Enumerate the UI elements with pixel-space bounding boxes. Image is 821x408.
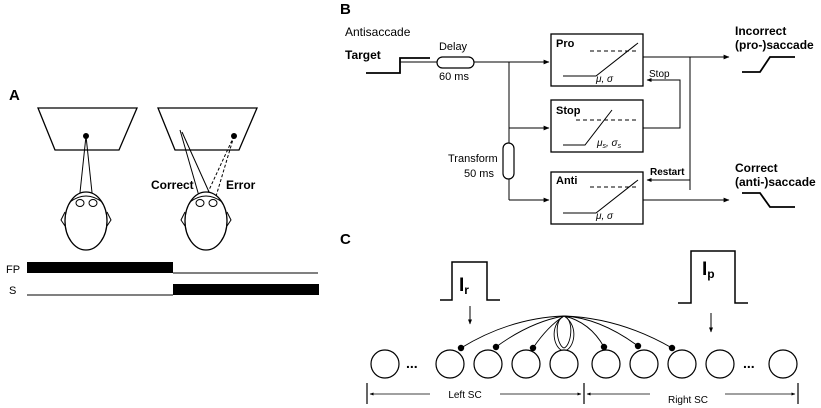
correct-saccade-signal — [742, 192, 795, 208]
neuron — [591, 349, 621, 379]
error-gaze-line-b — [213, 135, 235, 204]
gaze-line-left-b — [85, 135, 94, 203]
stop-params: μs, σs — [596, 138, 622, 150]
incorrect-saccade-signal — [742, 56, 795, 73]
panel-b-label: B — [340, 1, 351, 18]
incorrect-line1: Incorrect — [735, 24, 786, 38]
panel-a: A Correct Error — [6, 87, 319, 297]
panel-c: C Ir Ip — [340, 231, 799, 406]
ellipsis-right: ... — [743, 355, 755, 371]
stop-feedback-label: Stop — [649, 69, 670, 80]
neuron — [629, 349, 659, 379]
delay-element — [436, 56, 475, 69]
input-pulse-right — [678, 250, 748, 304]
left-sc-label: Left SC — [448, 390, 481, 401]
pro-unit-label: Pro — [556, 38, 575, 50]
head-left — [60, 191, 112, 251]
correct-line2: (anti-)saccade — [735, 175, 816, 189]
neuron — [435, 349, 465, 379]
s-bar-on — [173, 284, 319, 295]
neuron — [768, 349, 798, 379]
anti-unit-box — [550, 171, 644, 225]
neuron — [667, 349, 697, 379]
ellipsis-left: ... — [406, 355, 418, 371]
incorrect-line2: (pro-)saccade — [735, 38, 814, 52]
stop-accumulator-curve — [563, 109, 613, 146]
target-label: Target — [345, 48, 381, 62]
s-label: S — [9, 285, 16, 297]
transform-element — [502, 142, 515, 180]
fp-label: FP — [6, 264, 20, 276]
transform-label: Transform — [448, 153, 498, 165]
head-right — [180, 191, 232, 251]
screen-left — [37, 107, 138, 151]
pro-params: μ, σ — [595, 74, 614, 85]
panel-b: B Antisaccade Target Delay 60 ms Transfo… — [340, 1, 816, 225]
neuron-row — [370, 349, 798, 379]
neuron — [549, 349, 579, 379]
neuron — [370, 349, 400, 379]
fp-bar-on — [27, 262, 173, 273]
neuron — [705, 349, 735, 379]
correct-gaze-line-a — [179, 129, 202, 204]
transform-value: 50 ms — [464, 168, 494, 180]
stop-unit-label: Stop — [556, 105, 581, 117]
antisaccade-title: Antisaccade — [345, 25, 411, 39]
inhibitory-connections — [460, 315, 673, 352]
delay-label: Delay — [439, 41, 468, 53]
anti-accumulator-curve — [563, 179, 639, 214]
right-sc-label: Right SC — [668, 395, 708, 406]
gaze-line-left-a — [78, 135, 87, 203]
panel-a-label: A — [9, 87, 20, 104]
correct-label: Correct — [151, 178, 194, 192]
neuron — [511, 349, 541, 379]
target-step-signal — [366, 57, 430, 74]
delay-value: 60 ms — [439, 71, 469, 83]
pro-accumulator-curve — [563, 42, 639, 77]
synapse-dots — [457, 342, 676, 352]
pro-unit-box — [550, 33, 644, 87]
panel-c-label: C — [340, 231, 351, 248]
neuron — [473, 349, 503, 379]
input-pulse-left — [440, 261, 500, 301]
stop-feedback-arrow — [643, 78, 681, 129]
anti-unit-label: Anti — [556, 175, 577, 187]
error-label: Error — [226, 178, 256, 192]
ir-label: Ir — [459, 275, 469, 297]
anti-params: μ, σ — [595, 211, 614, 222]
correct-line1: Correct — [735, 161, 778, 175]
stop-unit-box — [550, 99, 644, 153]
screen-right — [157, 107, 258, 151]
restart-label: Restart — [650, 167, 685, 178]
ip-label: Ip — [702, 259, 715, 281]
